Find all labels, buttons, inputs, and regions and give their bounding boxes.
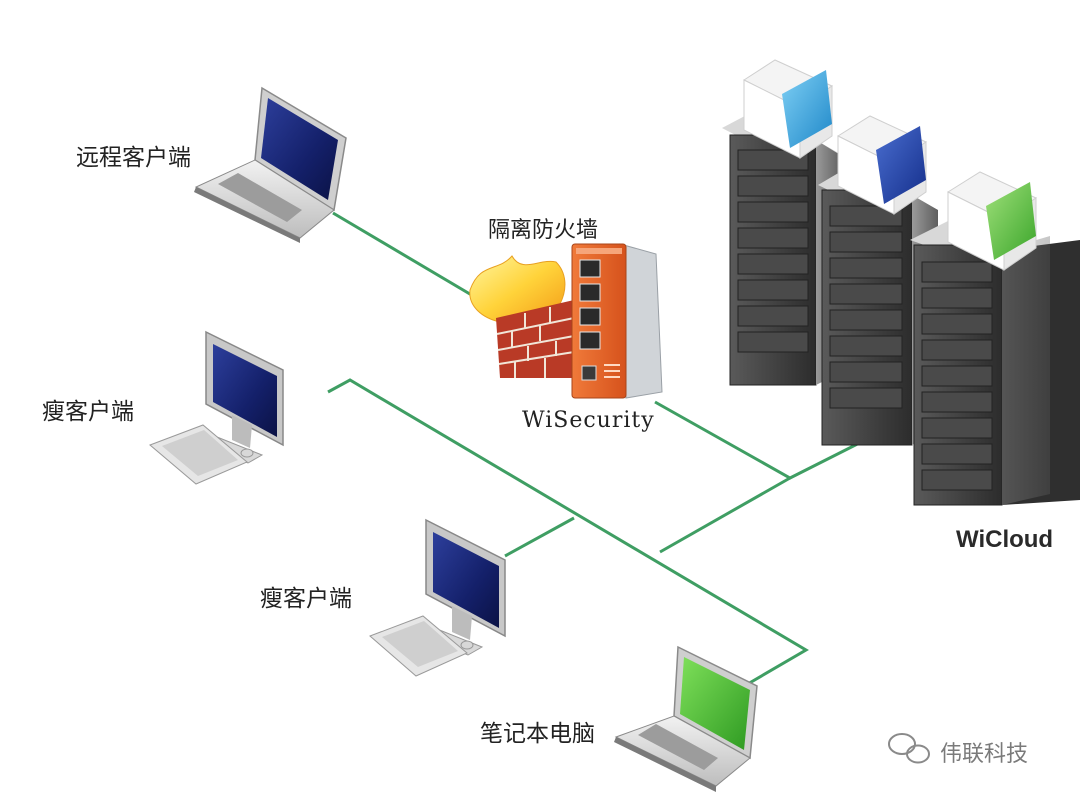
server-rack-3 xyxy=(910,171,1080,506)
thin-client-1-label: 瘦客户端 xyxy=(42,399,134,425)
firewall-label: 隔离防火墙 xyxy=(488,218,599,243)
brick-wall-icon xyxy=(496,300,575,378)
link-cloud-branch xyxy=(659,476,791,554)
watermark-text: 伟联科技 xyxy=(940,742,1029,767)
notebook-laptop xyxy=(614,645,758,792)
remote-client-label: 远程客户端 xyxy=(76,145,191,171)
firewall-product-label: WiSecurity xyxy=(522,408,655,433)
laptop-label: 笔记本电脑 xyxy=(480,721,595,747)
link-remote-to-firewall xyxy=(332,211,481,302)
link-thin-client-2 xyxy=(504,516,575,558)
wicloud-server-cluster xyxy=(722,59,1080,506)
thin-client-2-label: 瘦客户端 xyxy=(260,586,352,612)
cloud-label: WiCloud xyxy=(956,526,1054,553)
vm-screen-icon xyxy=(782,70,832,148)
ethernet-port-icons xyxy=(579,259,601,350)
server-rack-2 xyxy=(818,115,938,446)
remote-client-laptop xyxy=(194,86,347,243)
vm-screen-icon xyxy=(876,126,926,204)
thin-client-2-computer xyxy=(369,518,506,677)
firewall-device xyxy=(469,243,663,399)
vm-screen-icon xyxy=(986,182,1036,260)
link-backbone xyxy=(327,378,809,687)
wechat-icon xyxy=(888,733,930,764)
thin-client-1-computer xyxy=(149,330,284,485)
